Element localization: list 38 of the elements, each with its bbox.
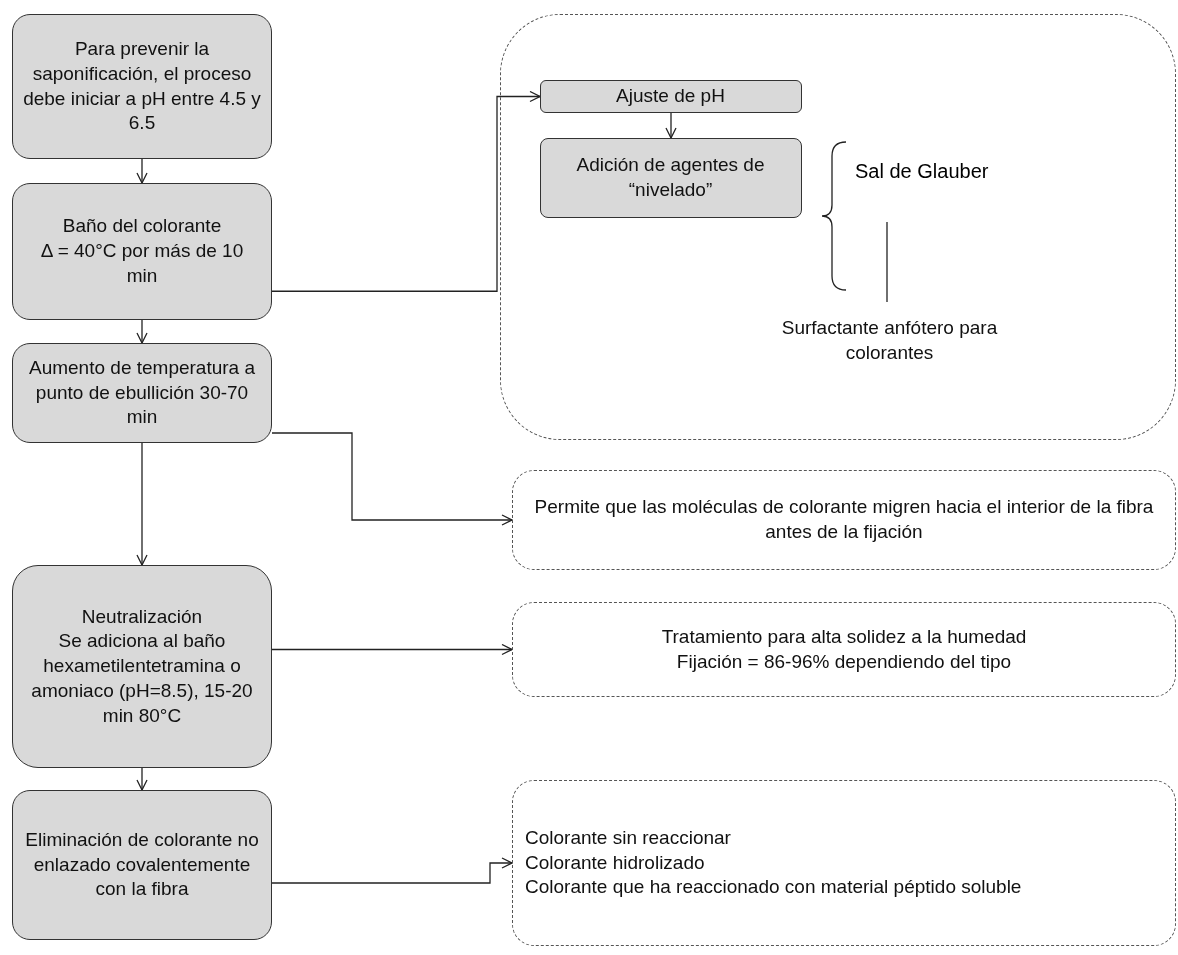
- process-box: [12, 343, 272, 443]
- process-box: [12, 565, 272, 768]
- node-text: Se adiciona al baño hexametilentetramina o amoniaco (pH=8.5), 15-20 min 80°C: [30, 629, 254, 728]
- note-box: [512, 470, 1176, 570]
- node-text: Δ = 40°C por más de 10 min: [39, 239, 245, 288]
- process-box: [539, 137, 802, 218]
- arrow: [665, 112, 677, 139]
- node-text: Colorante sin reaccionar: [525, 825, 731, 850]
- process-box: [12, 14, 272, 159]
- arrow: [271, 643, 513, 656]
- arrow: [136, 319, 148, 344]
- connector-line: [886, 221, 888, 303]
- process-box: [12, 183, 272, 320]
- node-text: Neutralización: [81, 604, 203, 629]
- arrow: [136, 767, 148, 791]
- node-text: Ajuste de pH: [616, 83, 725, 108]
- node-text: Permite que las moléculas de colorante migren hacia el interior de la fibra antes de la fijación: [533, 495, 1155, 544]
- node-text: Para prevenir la saponificación, el proceso debe iniciar a pH entre 4.5 y 6.5: [23, 37, 261, 136]
- arrow: [136, 158, 148, 184]
- node-text: Tratamiento para alta solidez a la humedad: [661, 624, 1027, 649]
- arrow: [271, 857, 513, 884]
- arrow: [271, 90, 541, 292]
- node-text: Baño del colorante: [62, 214, 222, 239]
- node-text: Colorante hidrolizado: [525, 850, 705, 875]
- item-label: Sal de Glauber: [855, 160, 989, 183]
- note-box: [512, 602, 1176, 697]
- arrow: [136, 442, 148, 566]
- process-box: [12, 790, 272, 940]
- process-box: [539, 79, 802, 113]
- node-text: Fijación = 86-96% dependiendo del tipo: [676, 649, 1012, 674]
- node-text: Eliminación de colorante no enlazado covalentemente con la fibra: [24, 827, 260, 902]
- node-text: Aumento de temperatura a punto de ebullición 30-70 min: [28, 355, 256, 430]
- dashed-group-frame: [500, 14, 1176, 440]
- node-text: Colorante que ha reaccionado con material péptido soluble: [525, 875, 1022, 900]
- note-box: [512, 780, 1176, 946]
- node-text: Surfactante anfótero para colorantes: [780, 315, 999, 365]
- node-text: Adición de agentes de “nivelado”: [575, 152, 766, 202]
- arrow: [271, 432, 513, 526]
